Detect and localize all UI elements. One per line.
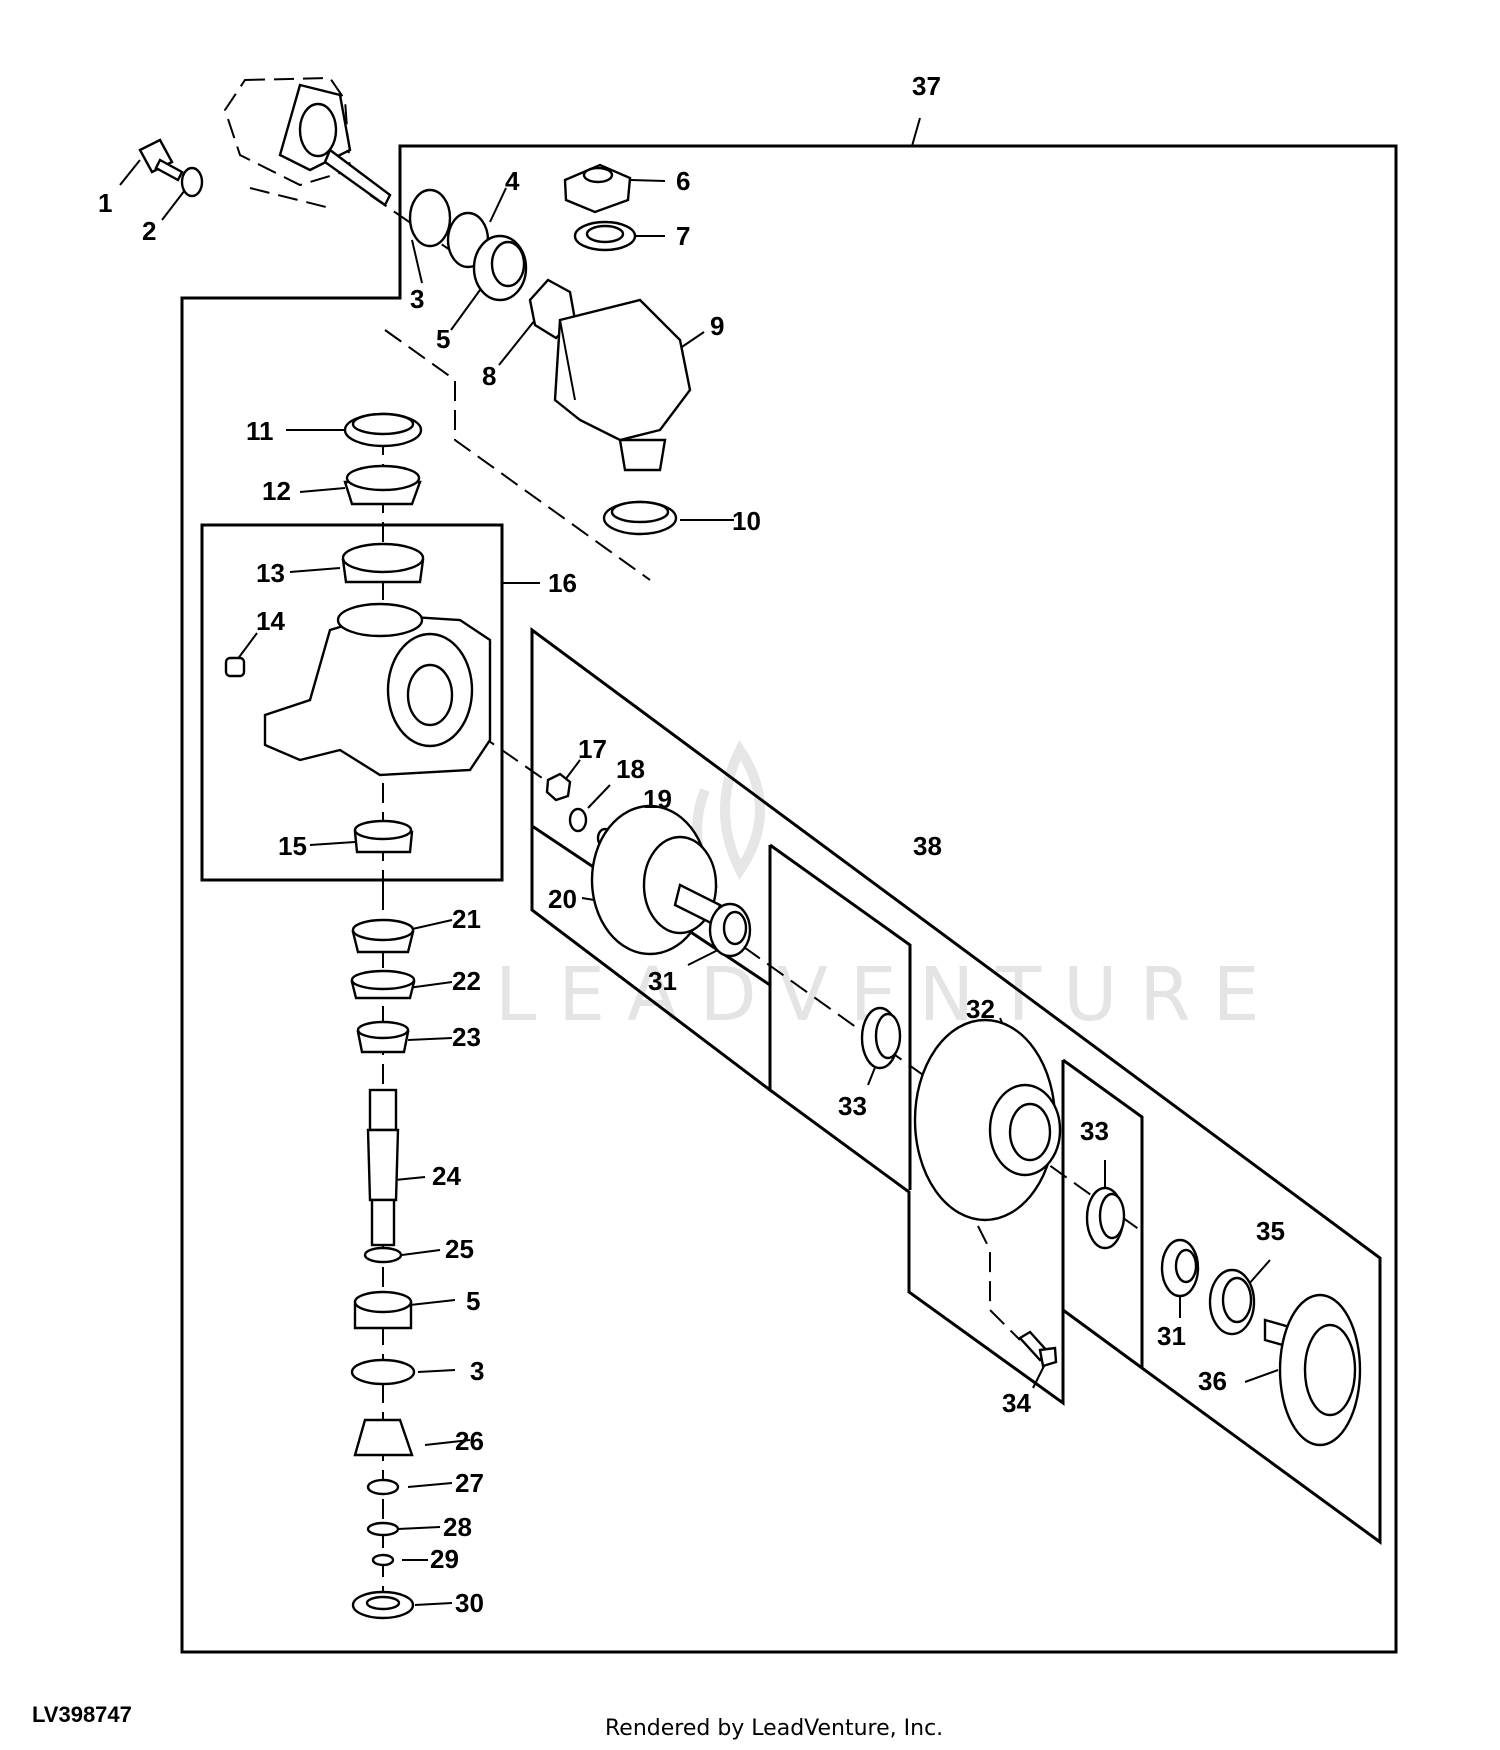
callout-8: 8: [482, 361, 496, 391]
callout-3-top: 3: [410, 284, 424, 314]
callout-35: 35: [1256, 1216, 1285, 1246]
callout-20: 20: [548, 884, 577, 914]
bearing-part-31-upper: [708, 902, 752, 958]
gear-case-part-9: [553, 298, 692, 472]
callout-24: 24: [432, 1161, 461, 1191]
callout-labels: 1 2 3 4 5 6 7 8 9 10 11 12 13 14 15 16 1…: [98, 71, 1285, 1618]
snap-ring-part-29: [371, 1553, 395, 1567]
ring-gear-part-20: [590, 804, 722, 956]
callout-5-lower: 5: [466, 1286, 480, 1316]
callout-34: 34: [1002, 1388, 1031, 1418]
snap-ring-part-25: [363, 1246, 403, 1264]
callout-16: 16: [548, 568, 577, 598]
callout-23: 23: [452, 1022, 481, 1052]
group-box-38: [530, 627, 1382, 1545]
seal-part-10: [602, 500, 678, 536]
axle-housing-outline: [223, 76, 392, 207]
assembly-frame-37: [180, 144, 1398, 1654]
callout-7: 7: [676, 221, 690, 251]
bearing-part-12: [343, 464, 422, 506]
callout-37: 37: [912, 71, 941, 101]
flange-part-36: [1263, 1293, 1362, 1447]
callout-1: 1: [98, 188, 112, 218]
race-part-13: [341, 542, 425, 584]
callout-11: 11: [246, 416, 274, 446]
bolt-part-34: [1018, 1330, 1058, 1368]
callout-38: 38: [913, 831, 942, 861]
callout-33-left: 33: [838, 1091, 867, 1121]
callout-13: 13: [256, 558, 285, 588]
washer-part-27: [366, 1478, 400, 1496]
bearing-part-21: [351, 918, 415, 954]
callout-22: 22: [452, 966, 481, 996]
callout-30: 30: [455, 1588, 484, 1618]
callout-9: 9: [710, 311, 724, 341]
bearing-part-7: [573, 220, 637, 252]
callout-33-right: 33: [1080, 1116, 1109, 1146]
pinion-part-26: [353, 1418, 414, 1457]
race-part-15: [353, 819, 414, 854]
callout-2: 2: [142, 216, 156, 246]
washer-part-28: [366, 1521, 400, 1537]
callout-36: 36: [1198, 1366, 1227, 1396]
seal-part-35: [1208, 1268, 1256, 1336]
bolt-part-1: [138, 138, 184, 182]
group-box-16: [200, 523, 504, 882]
callout-3-lower: 3: [470, 1356, 484, 1386]
callout-31-upper: 31: [648, 966, 677, 996]
callout-29: 29: [430, 1544, 459, 1574]
bearing-part-5-lower: [353, 1290, 413, 1330]
render-credit: Rendered by LeadVenture, Inc.: [605, 1716, 943, 1741]
callout-19: 19: [643, 784, 672, 814]
figure-id: LV398747: [32, 1702, 132, 1727]
bevel-gear-part-6: [563, 163, 632, 214]
knuckle-housing-part-16: [263, 602, 492, 777]
leader-lines: [119, 159, 1279, 1606]
callout-31-lower: 31: [1157, 1321, 1186, 1351]
bearing-part-31-lower: [1160, 1238, 1200, 1298]
callout-32: 32: [966, 994, 995, 1024]
ring-part-33-right: [1085, 1186, 1126, 1250]
group-box-inner: [530, 826, 772, 1094]
nut-part-17: [545, 772, 572, 802]
washer-part-18: [568, 807, 588, 833]
callout-27: 27: [455, 1468, 484, 1498]
callout-5-top: 5: [436, 324, 450, 354]
shaft-part-24: [366, 1088, 400, 1247]
callout-6: 6: [676, 166, 690, 196]
callout-10: 10: [732, 506, 761, 536]
callout-18: 18: [616, 754, 645, 784]
race-part-11: [343, 412, 423, 448]
ring-part-33-left: [860, 1006, 902, 1070]
gear-part-22: [350, 969, 416, 1000]
callout-12: 12: [262, 476, 291, 506]
callout-15: 15: [278, 831, 307, 861]
callout-28: 28: [443, 1512, 472, 1542]
washer-part-2: [180, 166, 204, 198]
callout-14: 14: [256, 606, 285, 636]
plug-part-14: [224, 656, 246, 678]
callout-21: 21: [452, 904, 481, 934]
snap-ring-part-3-lower: [350, 1358, 416, 1386]
callout-25: 25: [445, 1234, 474, 1264]
bearing-part-5: [472, 234, 528, 302]
snap-ring-part-3: [408, 188, 452, 248]
bearing-part-23: [356, 1020, 410, 1054]
callout-4: 4: [505, 166, 520, 196]
seal-part-30: [351, 1590, 415, 1620]
callout-17: 17: [578, 734, 607, 764]
hub-carrier-part-32: [913, 1018, 1062, 1222]
callout-26: 26: [455, 1426, 484, 1456]
